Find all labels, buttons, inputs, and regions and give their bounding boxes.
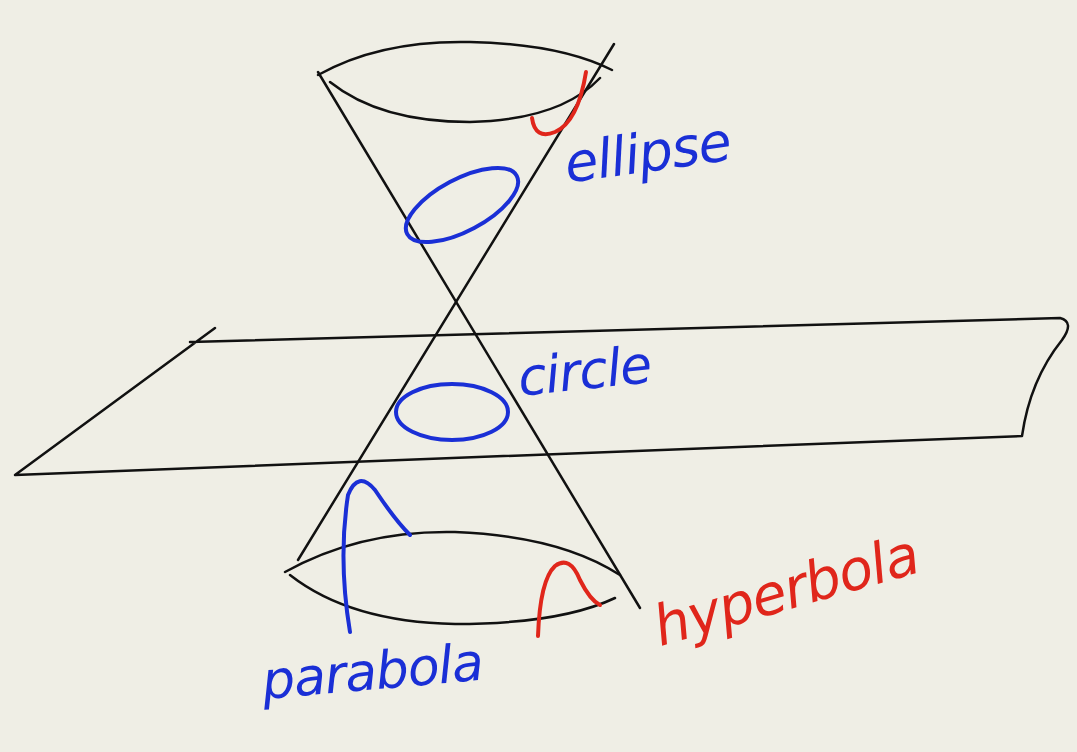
cone-rim (330, 78, 600, 122)
curve-label: hyperbola (647, 526, 924, 655)
cone-rim (285, 532, 620, 575)
ellipse-curve (395, 153, 529, 257)
curve-label: circle (515, 338, 653, 404)
cone-line (298, 44, 614, 560)
cone-rim (290, 575, 615, 624)
hyperbola-curve (532, 72, 586, 134)
curve-label: parabola (260, 636, 485, 707)
cone-rim (318, 42, 612, 75)
hyperbola-curve (538, 563, 600, 636)
curve-label: ellipse (561, 115, 734, 192)
plane (15, 318, 1068, 475)
parabola-curve (343, 481, 410, 632)
circle-curve (396, 384, 508, 440)
